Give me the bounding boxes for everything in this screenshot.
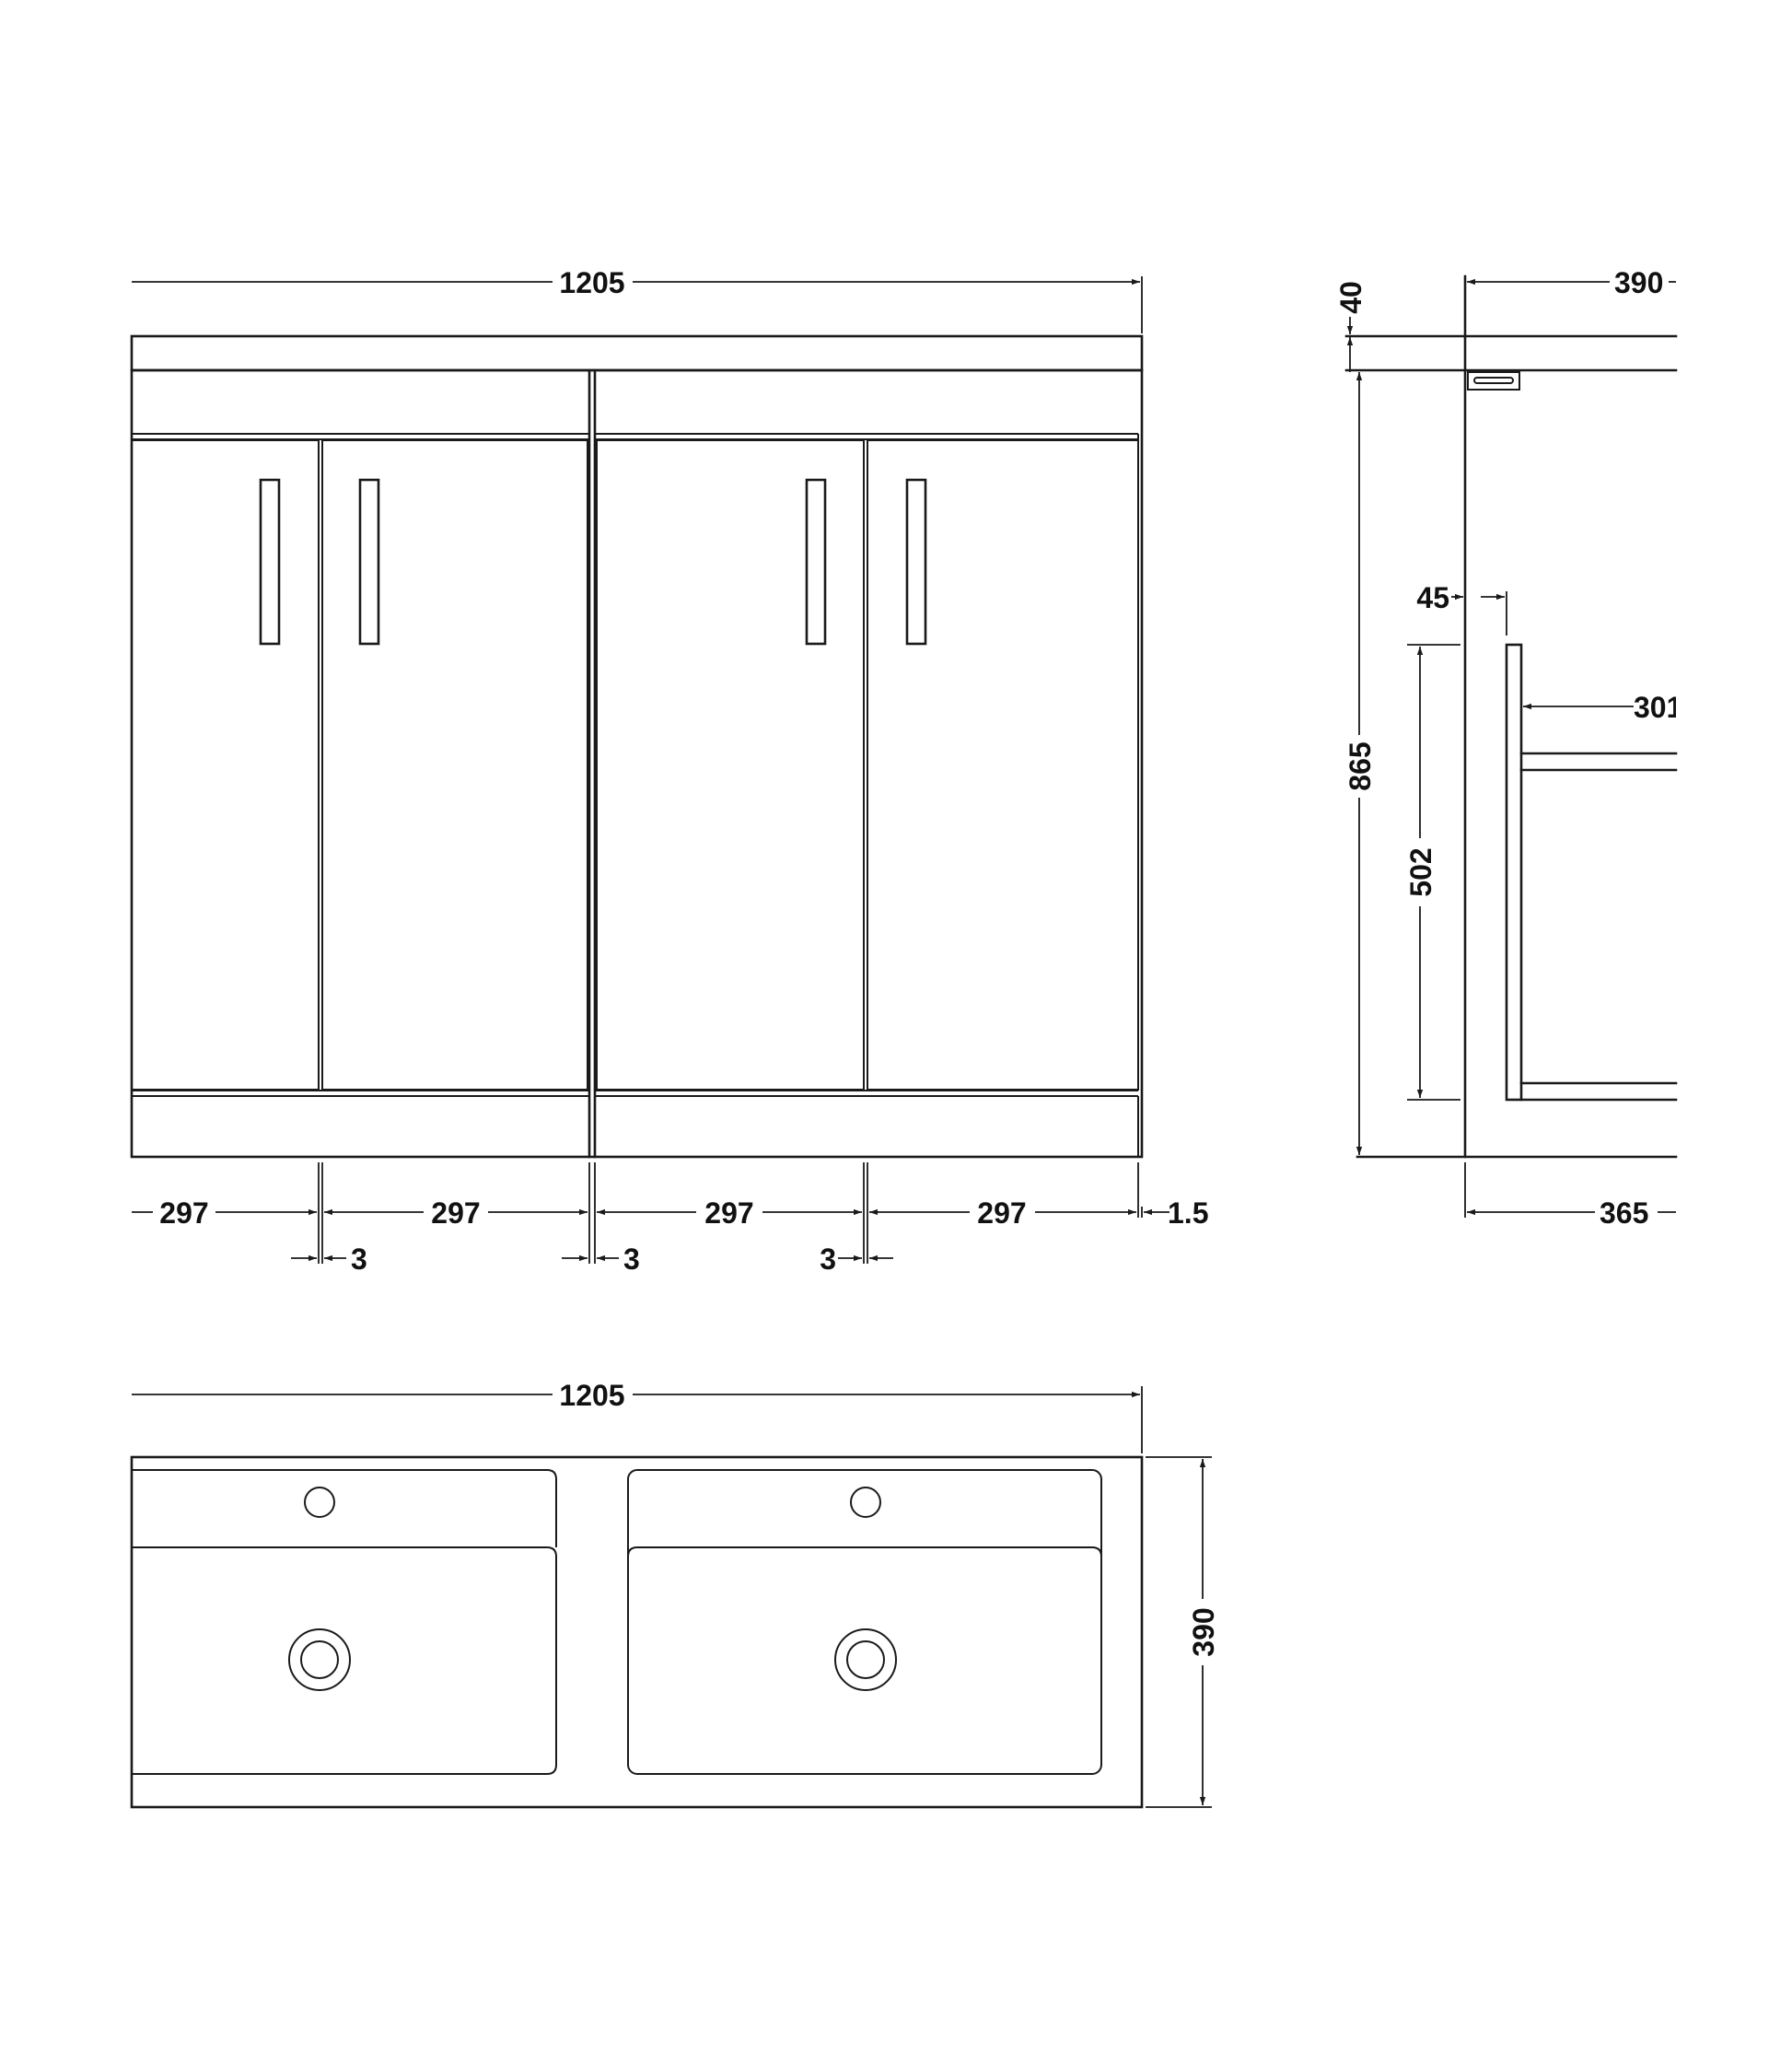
side-shelf-depth-label: 301 [1634,691,1682,724]
side-depth-base-label: 365 [1600,1196,1648,1230]
plan-overall-width-label: 1205 [559,1379,624,1412]
side-leg-height-label: 502 [1404,847,1437,896]
plan-tap-hole-left [304,1487,335,1518]
plan-waste-right-outer [834,1628,897,1691]
front-handle-2 [358,478,380,646]
side-elevation: 390 40 865 45 502 301 365 [1334,266,1682,1230]
plan-depth-label: 390 [1187,1607,1220,1656]
front-worktop [130,334,1144,372]
side-wall-bracket [1467,371,1520,391]
front-handle-4 [905,478,927,646]
front-door-3 [596,439,865,1091]
front-overall-width-label: 1205 [559,266,624,299]
side-panel [1505,643,1523,1102]
door-width-label-4: 297 [977,1196,1026,1230]
front-handle-3 [805,478,827,646]
gap-label-2: 3 [623,1242,640,1276]
plan-view: 1205 390 [130,1379,1220,1809]
door-width-label-1: 297 [159,1196,208,1230]
side-height-label: 865 [1344,741,1377,790]
side-depth-top-label: 390 [1614,266,1663,299]
front-cabinet-body [130,368,1144,1159]
end-offset-label: 1.5 [1168,1196,1208,1230]
side-top-thickness-label: 40 [1334,281,1367,314]
plan-basin-left-bowl [132,1546,557,1775]
front-handle-1 [259,478,281,646]
gap-label-1: 3 [351,1242,367,1276]
front-door-1 [131,439,320,1091]
front-door-2 [321,439,588,1091]
plan-worktop-outline [130,1455,1144,1809]
door-width-label-3: 297 [704,1196,753,1230]
plan-basin-right-bowl [627,1546,1102,1558]
front-door-4 [867,439,1139,1091]
plan-basin-right-surround [627,1469,1102,1775]
gap-label-3: 3 [820,1242,836,1276]
plan-basin-left-surround [132,1469,557,1547]
plan-tap-hole-right [850,1487,881,1518]
plan-waste-left-outer [288,1628,351,1691]
side-back-offset-label: 45 [1416,581,1449,614]
front-elevation: 1205 297 297 297 297 1.5 3 3 3 [130,266,1208,1276]
door-width-label-2: 297 [431,1196,480,1230]
